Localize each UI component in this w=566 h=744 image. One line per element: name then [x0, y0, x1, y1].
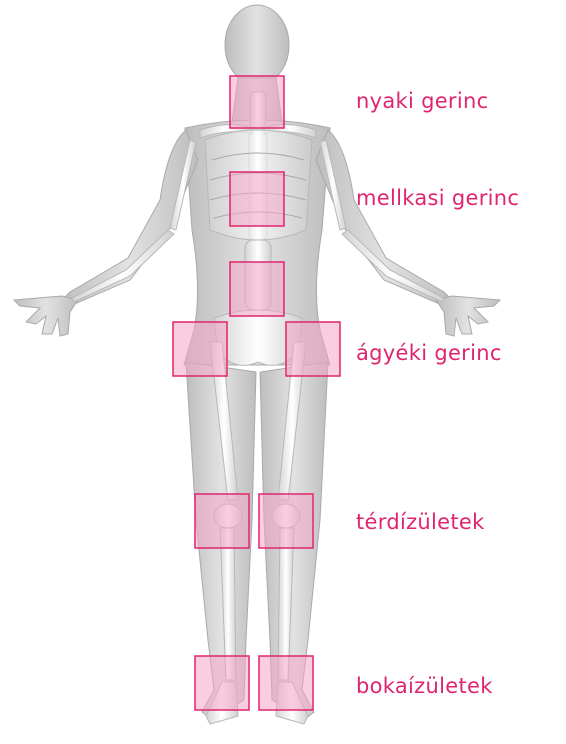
right-hip-highlight: [286, 322, 340, 376]
thoracic-highlight: [230, 172, 284, 226]
thoracic-spine-label: mellkasi gerinc: [356, 188, 519, 209]
ankle-joints-label: bokaízületek: [356, 676, 493, 697]
lumbar-highlight: [230, 262, 284, 316]
right-knee-highlight: [259, 494, 313, 548]
left-knee-highlight: [195, 494, 249, 548]
neck-spine-label: nyaki gerinc: [356, 91, 488, 112]
neck-highlight: [230, 76, 284, 128]
right-ankle-highlight: [259, 656, 313, 710]
left-ankle-highlight: [195, 656, 249, 710]
knee-joints-label: térdízületek: [356, 512, 485, 533]
lumbar-spine-label: ágyéki gerinc: [356, 343, 502, 364]
left-hip-highlight: [173, 322, 227, 376]
